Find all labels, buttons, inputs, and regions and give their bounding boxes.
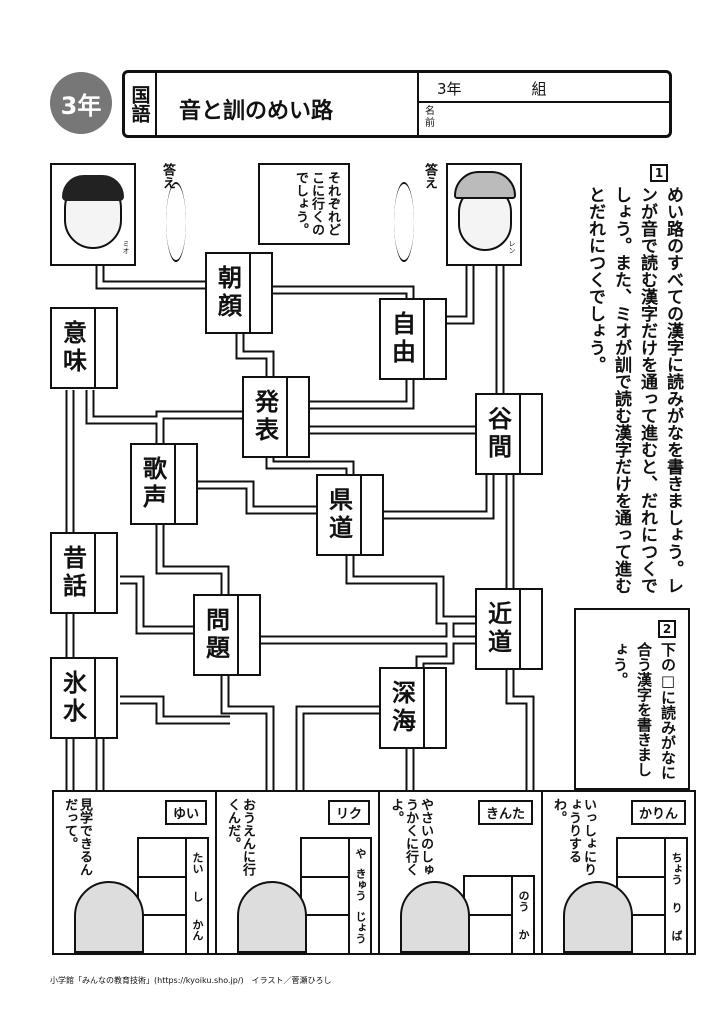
kanji-box-kendo[interactable]: 県道 [316,474,384,556]
maze-path [383,474,495,520]
q1-number: 1 [650,164,668,182]
maze-path [310,380,413,408]
subject-label: 国語 [125,73,157,135]
riku-portrait [237,881,307,953]
reading-field[interactable] [519,395,541,473]
reading-field[interactable] [94,534,116,612]
class-group: 組 [531,80,547,98]
maze-path [310,380,415,410]
maze-path [120,695,230,725]
kanji-box-tanima[interactable]: 谷間 [475,393,543,475]
maze-path [157,412,242,443]
maze-path [120,577,193,633]
ren-label: レン [508,240,516,254]
maze-path [446,265,475,325]
kanji-box-chikamichi[interactable]: 近道 [475,588,543,670]
kanji-box-jiyu[interactable]: 自由 [379,298,447,380]
panel-name: リク [327,800,370,825]
kanji-box-mukashibanashi[interactable]: 昔話 [50,532,118,614]
panel-speech: 見学できるんだって。 [62,798,92,876]
karin-portrait [563,881,633,953]
reading-field[interactable] [237,596,259,674]
maze-path [446,265,473,323]
panel-kinta: きんた やさいのしゅうかくに行くよ。 のうか [378,790,541,955]
maze-path [347,555,476,623]
worksheet-header: 国語 音と訓のめい路 3年 組 名前 [122,70,672,138]
kanji-box-mondai[interactable]: 問題 [193,594,261,676]
answer-grid[interactable]: やきゅうじょう [300,837,372,955]
kanji-box-kasei[interactable]: 歌声 [130,443,198,525]
panel-speech: おうえんに行くんだ。 [225,798,255,876]
yui-portrait [74,881,144,953]
maze-path [120,697,230,723]
reading-field[interactable] [94,659,116,737]
maze-path [383,474,493,518]
reading-field[interactable] [423,669,445,747]
reading-field[interactable] [174,445,196,523]
maze-path [157,525,228,594]
ren-portrait: レン [446,163,522,266]
kanji-box-happyo[interactable]: 発表 [242,376,310,458]
q2-number: 2 [658,620,676,638]
answer-label-mio: 答え [160,163,175,189]
reading-field[interactable] [519,590,541,668]
maze-path [237,333,273,376]
panel-name: ゆい [164,800,207,825]
maze-path [97,265,207,288]
maze-path [196,480,317,515]
panel-yui: ゆい 見学できるんだって。 たいしかん [52,790,215,955]
grade-badge: 3年 [50,72,112,134]
maze-path [507,668,533,790]
reading-field[interactable] [360,476,382,554]
panel-name: きんた [477,800,533,825]
answer-grid[interactable]: のうか [463,875,535,955]
answer-field-mio[interactable] [166,182,186,262]
maze-path [345,555,476,625]
panel-karin: かりん いっしょにりょうりするわ。 ちょうりば [541,790,696,955]
kanji-box-asagao[interactable]: 朝顔 [205,252,273,334]
maze-path [417,620,453,667]
maze-path [196,482,317,513]
panel-speech: いっしょにりょうりするわ。 [551,798,596,876]
maze-path [267,458,353,474]
maze-path [222,676,273,790]
q1-instructions: めい路のすべての漢字に読みがなを書きましょう。レンが音で読む漢字だけを通って進む… [585,186,683,594]
kinta-portrait [400,881,470,953]
answer-label-ren: 答え [422,163,437,189]
q2-instructions: 下の□に読みがなに合う漢字を書きましょう。 [611,642,677,780]
maze-path [155,410,242,443]
panel-riku: リク おうえんに行くんだ。 やきゅうじょう [215,790,378,955]
kanji-box-koorimizu[interactable]: 氷水 [50,657,118,739]
answer-field-ren[interactable] [394,182,414,262]
mio-portrait: ミオ [50,163,136,266]
maze-path [295,705,380,790]
reading-field[interactable] [423,300,445,378]
maze-path [297,707,380,790]
maze-path [95,265,207,290]
maze-path [272,287,413,298]
answer-grid[interactable]: たいしかん [137,837,209,955]
maze-path [85,390,165,443]
mio-label: ミオ [122,240,130,254]
speech-box: それぞれどこに行くのでしょう。 [258,163,350,245]
maze-path [220,676,275,790]
reading-field[interactable] [249,254,271,332]
kanji-box-imi[interactable]: 意味 [50,307,118,389]
maze-path [120,575,193,635]
page-title: 音と訓のめい路 [157,73,419,135]
kanji-box-shinkai[interactable]: 深海 [379,667,447,749]
reading-field[interactable] [94,309,116,387]
maze-path [505,668,535,790]
footer-credit: 小学館「みんなの教育技術」(https://kyoiku.sho.jp/) イラ… [50,976,332,985]
panel-name: かりん [630,800,686,825]
class-grade: 3年 [437,80,462,98]
reading-field[interactable] [286,378,308,456]
maze-path [155,525,230,594]
q2-box: 2 下の□に読みがなに合う漢字を書きましょう。 [574,608,690,790]
name-field[interactable]: 名前 [425,106,435,129]
panel-speech: やさいのしゅうかくに行くよ。 [388,798,433,876]
